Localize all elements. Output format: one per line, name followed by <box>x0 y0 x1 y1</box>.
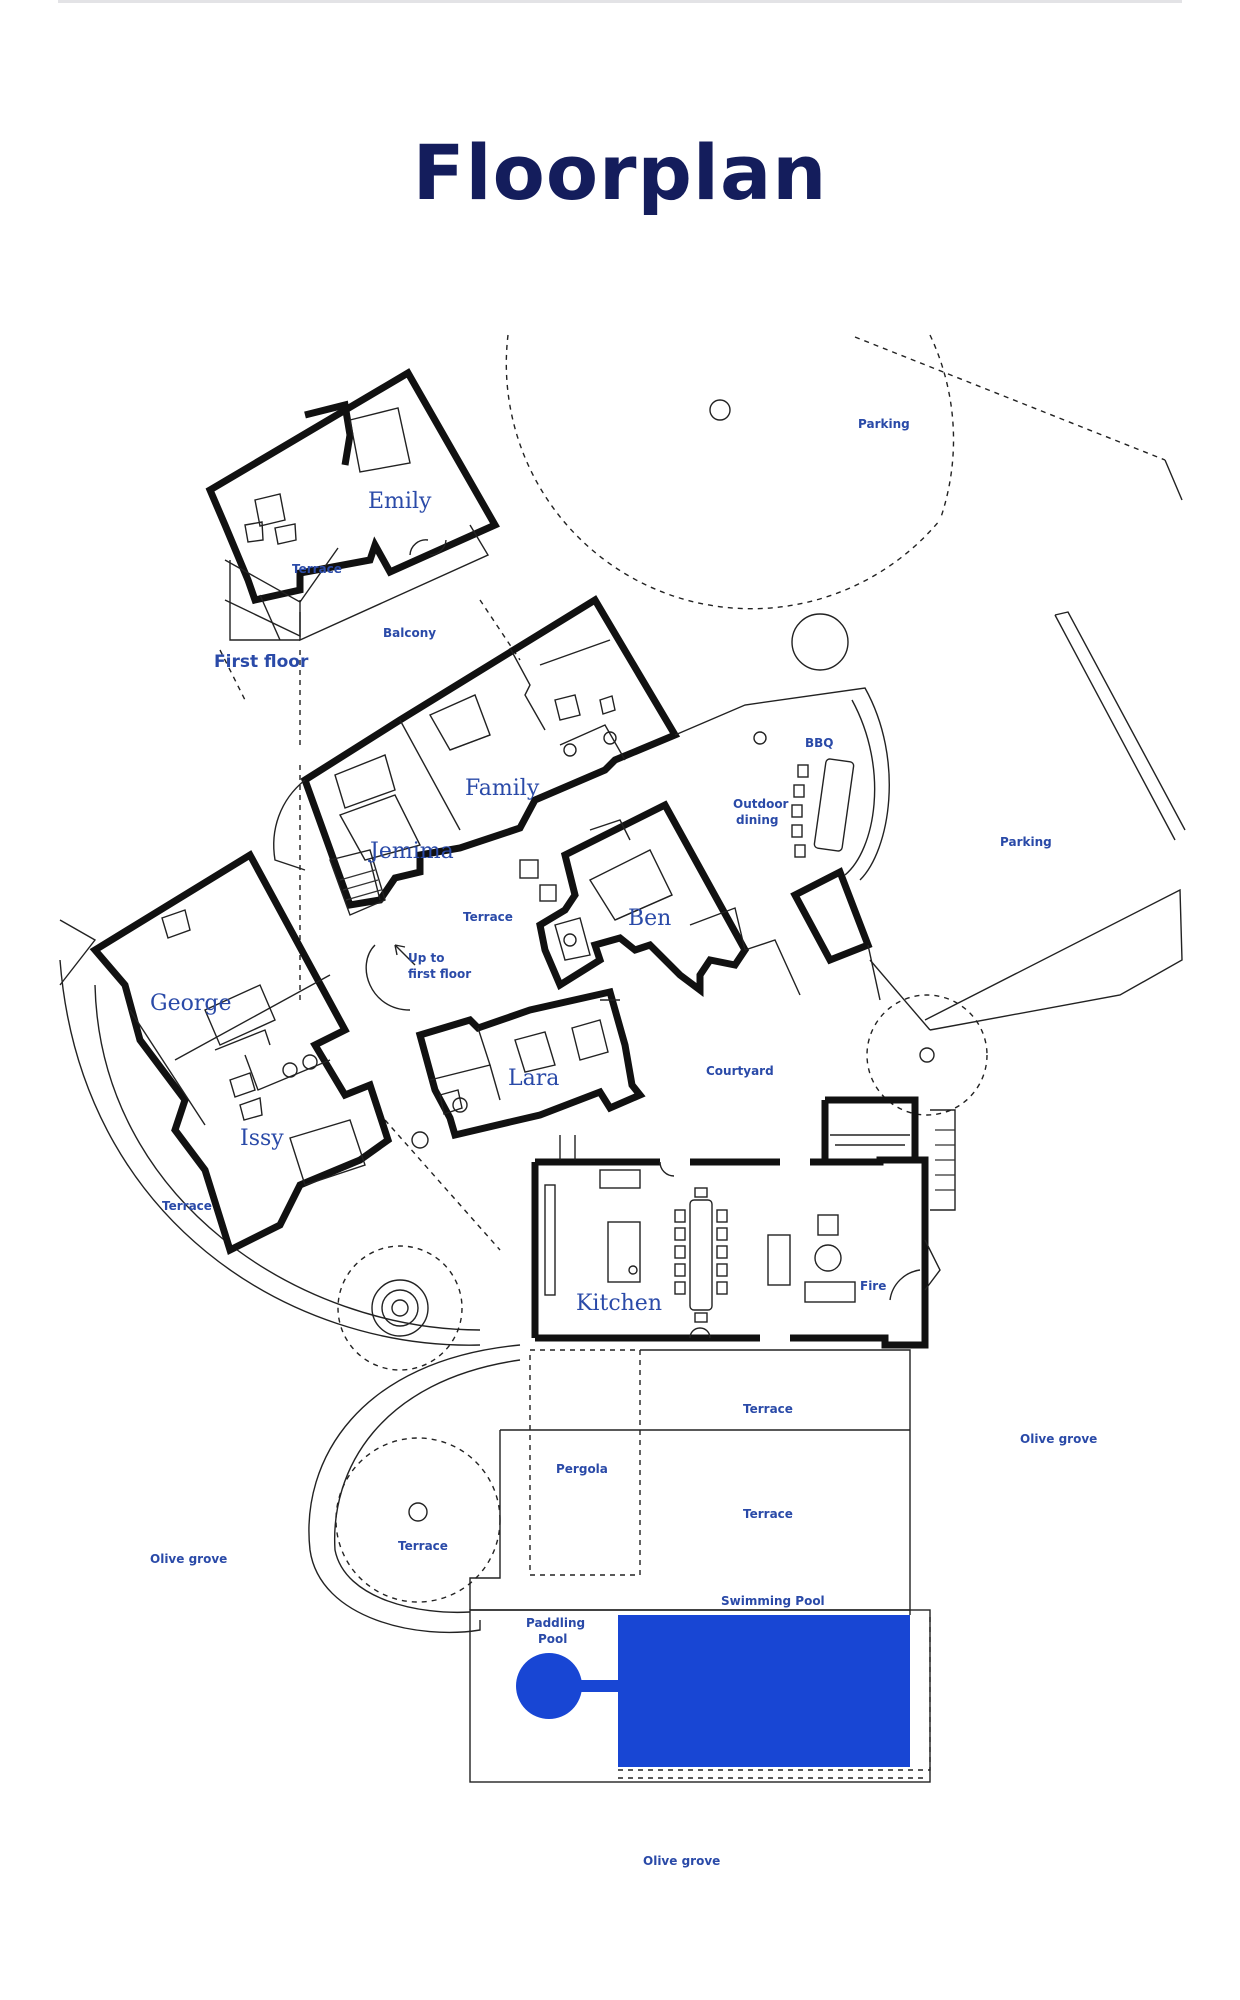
swimming-pool <box>618 1615 910 1767</box>
label-terrace-south-2: Terrace <box>743 1507 793 1521</box>
room-label-ben: Ben <box>628 906 671 931</box>
label-outdoor-dining-1: Outdoor <box>733 797 789 811</box>
pool-channel <box>575 1680 620 1692</box>
label-pergola: Pergola <box>556 1462 608 1476</box>
emily-suite <box>205 368 500 642</box>
label-terrace-garden: Terrace <box>398 1539 448 1553</box>
label-olive-grove-right: Olive grove <box>1020 1432 1097 1446</box>
room-label-george: George <box>150 991 231 1016</box>
first-floor-connector <box>299 650 416 966</box>
label-terrace-center: Terrace <box>463 910 513 924</box>
room-label-family: Family <box>465 776 540 801</box>
label-up-to-2: first floor <box>408 967 471 981</box>
label-terrace-left: Terrace <box>162 1199 212 1213</box>
label-paddling-1: Paddling <box>526 1616 585 1630</box>
label-bbq: BBQ <box>805 736 834 750</box>
label-balcony: Balcony <box>383 626 436 640</box>
label-fire: Fire <box>860 1279 886 1293</box>
room-label-issy: Issy <box>240 1126 284 1151</box>
label-terrace-emily: Terrace <box>292 562 342 576</box>
paddling-pool <box>516 1653 582 1719</box>
label-olive-grove-bottom: Olive grove <box>643 1854 720 1868</box>
room-label-jemima: Jemima <box>368 839 454 864</box>
label-olive-grove-left: Olive grove <box>150 1552 227 1566</box>
label-outdoor-dining-2: dining <box>736 813 779 827</box>
label-up-to-1: Up to <box>408 951 445 965</box>
outdoor-dining <box>674 687 890 1001</box>
room-label-lara: Lara <box>508 1066 559 1091</box>
top-divider <box>58 0 1182 3</box>
label-swimming-pool: Swimming Pool <box>721 1594 825 1608</box>
label-parking-top: Parking <box>858 417 910 431</box>
george-issy-block <box>89 850 393 1255</box>
kitchen-block <box>531 1096 956 1349</box>
site-outlines <box>59 334 1186 1783</box>
central-terrace <box>273 779 631 1160</box>
lara-block <box>415 987 646 1140</box>
label-paddling-2: Pool <box>538 1632 567 1646</box>
label-first-floor: First floor <box>214 652 309 672</box>
label-parking-right: Parking <box>1000 835 1052 849</box>
room-label-kitchen: Kitchen <box>576 1291 662 1316</box>
label-terrace-south-1: Terrace <box>743 1402 793 1416</box>
room-label-emily: Emily <box>368 489 432 514</box>
family-block <box>300 595 681 909</box>
label-courtyard: Courtyard <box>706 1064 774 1078</box>
page-title: Floorplan <box>412 128 828 217</box>
ben-block <box>536 800 750 997</box>
